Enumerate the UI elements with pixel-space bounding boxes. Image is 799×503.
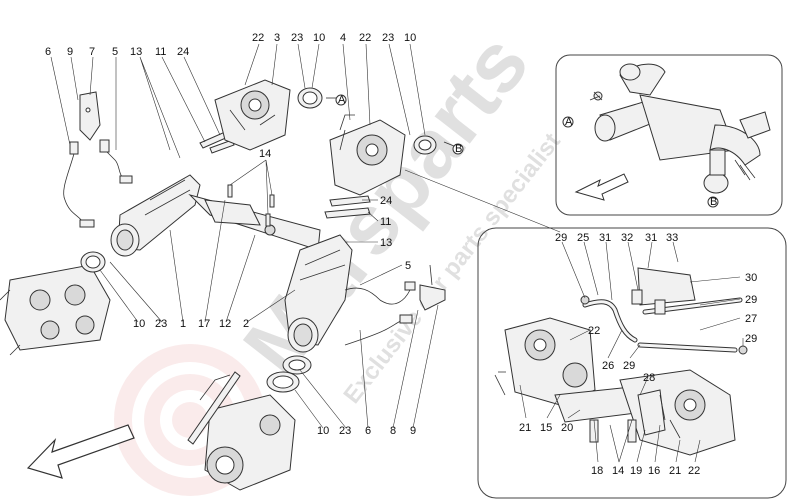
exhaust-manifold-left [0,264,111,356]
callout-label: 13 [380,237,392,249]
callout-label: 9 [410,425,416,437]
inset-direction-arrow [574,173,629,201]
callout-label: 9 [67,46,73,58]
callout-label: 33 [666,232,678,244]
catalytic-converter-left [110,174,201,257]
connecting-pipe-12 [188,194,321,251]
inset-pipe-assembly [589,63,771,194]
callout-label: 32 [621,232,633,244]
turbo-3 [214,79,291,151]
callout-label: 17 [198,318,210,330]
callout-label: 29 [745,294,757,306]
inset-leader-lines [519,241,744,463]
lambda-sensor-left [63,141,95,228]
callout-label: 4 [340,32,346,44]
callout-label: 3 [274,32,280,44]
callout-label: 29 [555,232,567,244]
inset-top-right-frame [555,54,783,216]
heat-shield-strip [187,371,241,445]
turbo-4 [329,114,406,196]
callout-label: 16 [648,465,660,477]
lambda-sensor-right [344,281,416,346]
callout-label: 25 [577,232,589,244]
callout-label: 8 [390,425,396,437]
leader-lines [50,43,439,429]
callout-label: 27 [745,313,757,325]
callout-label: 22 [359,32,371,44]
callout-label: 14 [259,148,271,160]
svg-text:B: B [455,143,462,155]
callout-label: 24 [177,46,189,58]
callout-label: 13 [130,46,142,58]
turbo-lower [199,374,296,491]
callout-label: 24 [380,195,392,207]
callout-label: 23 [291,32,303,44]
callout-label: 5 [405,260,411,272]
callout-label: 6 [365,425,371,437]
callout-label: 22 [588,325,600,337]
callout-label: 29 [623,360,635,372]
callout-label: 5 [112,46,118,58]
svg-text:A: A [338,94,346,106]
callout-label: 14 [612,465,624,477]
callout-label: 19 [630,465,642,477]
catalytic-converter-right [284,234,353,353]
callout-label: 10 [133,318,145,330]
inset-bottom-right-frame [477,227,787,499]
callout-label: 23 [382,32,394,44]
callout-label: 2 [243,318,249,330]
callout-label: 30 [745,272,757,284]
clamp-ring-10a [297,87,323,109]
callout-label: 22 [252,32,264,44]
callout-label: 23 [155,318,167,330]
callout-label: 10 [313,32,325,44]
callout-label: 11 [380,216,391,228]
callout-label: 18 [591,465,603,477]
callout-label: 23 [339,425,351,437]
callout-label: 11 [155,46,166,58]
lambda-sensor-upper [99,139,133,184]
callout-label: 21 [519,422,531,434]
callout-label: 10 [317,425,329,437]
svg-text:A: A [565,116,573,128]
callout-label: 6 [45,46,51,58]
callout-label: 12 [219,318,231,330]
callout-label: 7 [89,46,95,58]
inset-leader [404,169,561,233]
marker-a-main: A [326,94,347,106]
clamp-ring-lower [266,371,300,393]
gasket-ring-right [282,355,312,375]
callout-label: 21 [669,465,681,477]
gasket-ring-left [80,251,106,273]
callout-label: 1 [180,318,186,330]
marker-a-inset: A [562,116,574,128]
callout-label: 20 [561,422,573,434]
direction-arrow [26,424,135,479]
callout-label: 28 [643,372,655,384]
callout-label: 29 [745,333,757,345]
inset-turbo-assembly [494,317,736,456]
bracket-7 [79,91,101,141]
clamp-ring-10b [413,135,437,155]
callout-labels-inset: 29 25 31 32 31 33 30 29 27 29 22 26 29 2… [519,232,757,477]
callout-label: 15 [540,422,552,434]
callout-label: 10 [404,32,416,44]
inset-oil-pipes [580,267,748,355]
callout-label: 22 [688,465,700,477]
callout-label: 26 [602,360,614,372]
bracket-8 [419,264,446,311]
marker-b-inset: B [707,196,719,208]
marker-b-main: B [443,141,464,155]
callout-label: 31 [645,232,657,244]
callout-label: 31 [599,232,611,244]
svg-text:B: B [710,196,717,208]
callout-labels-main: 6 9 7 5 13 11 24 22 3 23 10 4 22 23 10 1… [45,32,416,437]
